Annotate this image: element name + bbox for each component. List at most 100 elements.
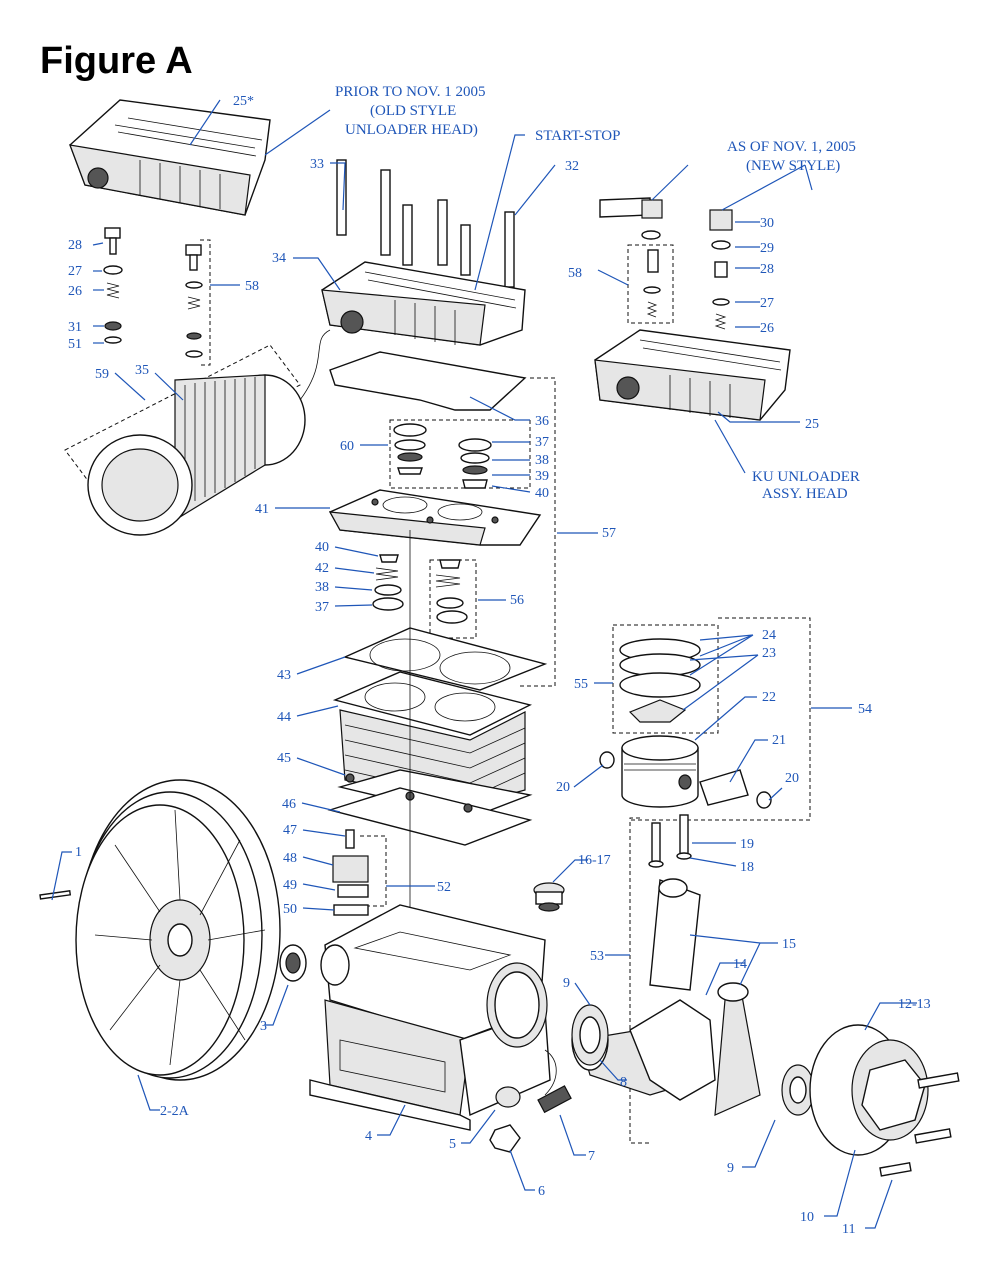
label-29: 29 — [760, 241, 774, 256]
label-23: 23 — [762, 646, 776, 661]
figure-title: Figure A — [40, 40, 193, 82]
label-47: 47 — [283, 823, 297, 838]
label-43: 43 — [277, 668, 291, 683]
label-18: 18 — [740, 860, 754, 875]
label-3: 3 — [260, 1019, 267, 1034]
label-10: 10 — [800, 1210, 814, 1225]
label-35: 35 — [135, 363, 149, 378]
label-27-right: 27 — [760, 296, 774, 311]
label-37-b: 37 — [315, 600, 329, 615]
label-12-13: 12-13 — [898, 997, 931, 1012]
crankcase-drawing — [309, 904, 551, 1131]
breather-drawing — [533, 882, 565, 912]
label-21: 21 — [772, 733, 786, 748]
valve-plate-drawing — [328, 489, 542, 546]
label-51: 51 — [68, 337, 82, 352]
note-ku-1: KU UNLOADER — [752, 469, 860, 485]
label-26-left: 26 — [68, 284, 82, 299]
note-start-stop: START-STOP — [535, 128, 620, 144]
note-old-style-3: UNLOADER HEAD) — [345, 122, 478, 138]
label-31: 31 — [68, 320, 82, 335]
bracket-57 — [520, 377, 556, 687]
label-27-left: 27 — [68, 264, 82, 279]
flywheel-drawing — [39, 779, 281, 1081]
label-24: 24 — [762, 628, 776, 643]
label-33: 33 — [310, 157, 324, 172]
gasket-43-drawing — [342, 627, 548, 691]
label-25-star: 25* — [233, 94, 254, 109]
label-42: 42 — [315, 561, 329, 576]
label-26-right: 26 — [760, 321, 774, 336]
note-old-style-2: (OLD STYLE — [370, 103, 456, 119]
sight-glass-parts-drawing — [332, 829, 387, 916]
label-16-17: 16-17 — [578, 853, 611, 868]
label-32: 32 — [565, 159, 579, 174]
gasket-36-drawing — [329, 351, 527, 411]
note-ku-2: ASSY. HEAD — [762, 486, 848, 502]
label-44: 44 — [277, 710, 291, 725]
label-58-right: 58 — [568, 266, 582, 281]
old-style-small-parts-drawing — [103, 227, 211, 366]
cylinder-drawing — [327, 671, 533, 846]
label-50: 50 — [283, 902, 297, 917]
label-40-b: 40 — [315, 540, 329, 555]
connecting-rod-drawing — [629, 814, 761, 1144]
bearings-and-seal-drawing — [279, 944, 815, 1116]
note-new-style-2: (NEW STYLE) — [746, 158, 840, 174]
air-filter-drawing — [64, 329, 331, 536]
label-40-a: 40 — [535, 486, 549, 501]
label-5: 5 — [449, 1137, 456, 1152]
label-28-left: 28 — [68, 238, 82, 253]
label-15: 15 — [782, 937, 796, 952]
label-2-2a: 2-2A — [160, 1104, 190, 1119]
label-36: 36 — [535, 414, 549, 429]
label-20-b: 20 — [785, 771, 799, 786]
label-7: 7 — [588, 1149, 595, 1164]
label-30: 30 — [760, 216, 774, 231]
label-45: 45 — [277, 751, 291, 766]
label-58-left: 58 — [245, 279, 259, 294]
callouts: PRIOR TO NOV. 1 2005 (OLD STYLE UNLOADER… — [68, 84, 931, 1237]
valve-parts-lower-drawing — [372, 554, 477, 639]
label-1: 1 — [75, 845, 82, 860]
label-25: 25 — [805, 417, 819, 432]
label-6: 6 — [538, 1184, 545, 1199]
label-8: 8 — [620, 1075, 627, 1090]
label-22: 22 — [762, 690, 776, 705]
label-53: 53 — [590, 949, 604, 964]
label-55: 55 — [574, 677, 588, 692]
end-cover-drawing — [809, 1024, 960, 1177]
label-49: 49 — [283, 878, 297, 893]
drain-fittings-drawing — [489, 1049, 572, 1153]
label-34: 34 — [272, 251, 286, 266]
label-37-a: 37 — [535, 435, 549, 450]
ku-unloader-head-drawing — [594, 197, 791, 421]
label-14: 14 — [733, 957, 747, 972]
label-56: 56 — [510, 593, 524, 608]
label-19: 19 — [740, 837, 754, 852]
label-41: 41 — [255, 502, 269, 517]
label-57: 57 — [602, 526, 616, 541]
note-old-style-1: PRIOR TO NOV. 1 2005 — [335, 84, 485, 100]
label-9-b: 9 — [727, 1161, 734, 1176]
old-style-head-drawing — [69, 99, 271, 216]
label-9-a: 9 — [563, 976, 570, 991]
label-39: 39 — [535, 469, 549, 484]
label-59: 59 — [95, 367, 109, 382]
label-38-b: 38 — [315, 580, 329, 595]
label-4: 4 — [365, 1129, 372, 1144]
label-46: 46 — [282, 797, 296, 812]
label-28-right: 28 — [760, 262, 774, 277]
label-20-a: 20 — [556, 780, 570, 795]
label-52: 52 — [437, 880, 451, 895]
piston-assembly-drawing — [599, 617, 811, 821]
label-38-a: 38 — [535, 453, 549, 468]
label-48: 48 — [283, 851, 297, 866]
leader-lines — [51, 99, 917, 1229]
label-11: 11 — [842, 1222, 855, 1237]
note-new-style-1: AS OF NOV. 1, 2005 — [727, 139, 856, 155]
valve-parts-drawing — [389, 419, 531, 489]
label-54: 54 — [858, 702, 872, 717]
label-60: 60 — [340, 439, 354, 454]
